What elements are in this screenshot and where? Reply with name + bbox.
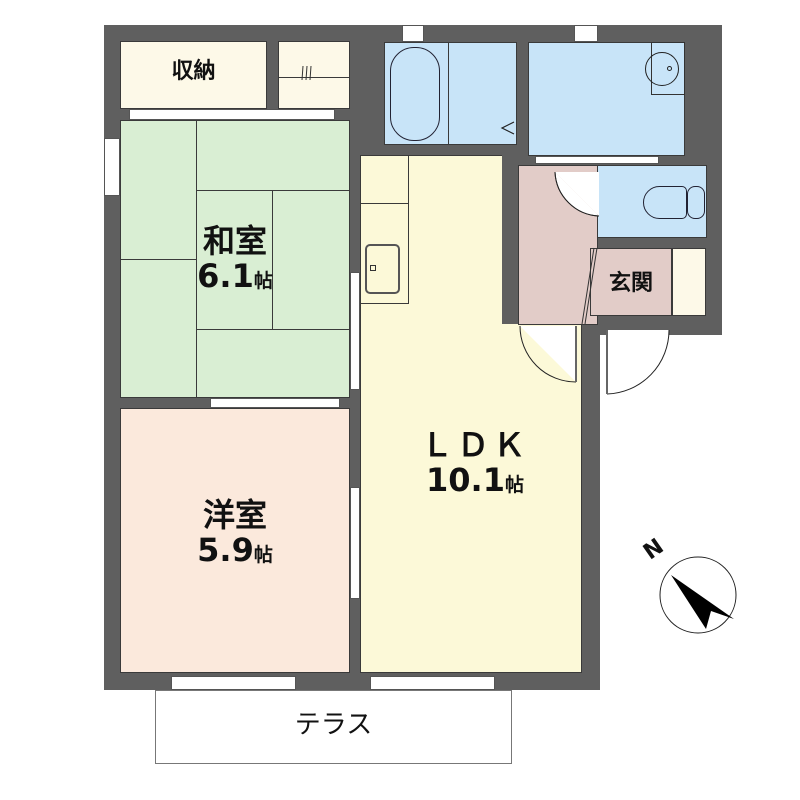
- washroom-window[interactable]: [574, 25, 598, 42]
- ldk-name: ＬＤＫ: [420, 426, 529, 464]
- youshitsu-room: [120, 408, 350, 673]
- washitsu-unit: 帖: [253, 270, 273, 293]
- ldk-south-window[interactable]: [370, 676, 495, 690]
- youshitsu-name: 洋室: [202, 496, 267, 534]
- tatami-seam: [120, 259, 196, 260]
- washitsu-west-window[interactable]: [104, 138, 120, 196]
- washitsu-label: 和室 6.1帖: [180, 222, 290, 296]
- tatami-seam: [196, 329, 350, 330]
- ldk-door-swing[interactable]: [518, 325, 580, 386]
- terrace-label: テラス: [294, 710, 373, 740]
- storage-shelf: [278, 41, 350, 109]
- bathroom-window[interactable]: [402, 25, 424, 42]
- washitsu-youshitsu-door[interactable]: [210, 398, 340, 408]
- youshitsu-size: 5.9: [197, 531, 254, 570]
- storage-closet: [120, 41, 267, 109]
- basin-drain: [667, 66, 672, 71]
- tatami-seam: [196, 190, 350, 191]
- genkan-step-line: [581, 247, 598, 325]
- youshitsu-label: 洋室 5.9帖: [170, 496, 300, 570]
- kitchen-sink: [365, 244, 400, 294]
- storage-label: 収納: [171, 59, 216, 84]
- shelf-hanger-icon: [301, 65, 312, 81]
- bathtub-edge: [448, 42, 449, 145]
- washroom: [528, 42, 685, 156]
- toilet-tank: [687, 186, 705, 219]
- shoe-cabinet: [672, 248, 706, 316]
- youshitsu-unit: 帖: [253, 544, 273, 567]
- washroom-sliding-door[interactable]: [535, 156, 659, 164]
- bathtub: [390, 47, 440, 141]
- wash-basin: [645, 52, 679, 86]
- terrace: [155, 690, 512, 764]
- tatami-seam: [272, 190, 273, 329]
- ldk-genkan-wall-lower: [502, 239, 518, 324]
- washitsu-size: 6.1: [197, 257, 254, 296]
- front-door-swing[interactable]: [603, 326, 673, 398]
- storage-sliding-door[interactable]: [129, 109, 335, 120]
- shelf-rail: [278, 77, 350, 78]
- washitsu-name: 和室: [202, 222, 267, 260]
- toilet-door-swing[interactable]: [553, 171, 603, 220]
- tatami-seam: [196, 120, 197, 398]
- sink-drain-icon: [370, 265, 376, 271]
- compass-north-arrow-icon: [659, 556, 737, 634]
- bathroom-door-icon[interactable]: [500, 121, 516, 136]
- toilet-bowl: [643, 186, 687, 219]
- youshitsu-ldk-sliding-door[interactable]: [350, 487, 360, 599]
- washitsu-ldk-sliding-door[interactable]: [350, 272, 360, 390]
- ldk-label: ＬＤＫ 10.1帖: [400, 426, 550, 500]
- ldk-unit: 帖: [504, 474, 524, 497]
- youshitsu-south-window[interactable]: [171, 676, 296, 690]
- genkan-label: 玄関: [608, 271, 653, 296]
- counter-divider: [360, 203, 409, 204]
- genkan-entrance: [590, 248, 672, 316]
- ldk-size: 10.1: [426, 461, 505, 500]
- kitchen-counter: [360, 155, 409, 304]
